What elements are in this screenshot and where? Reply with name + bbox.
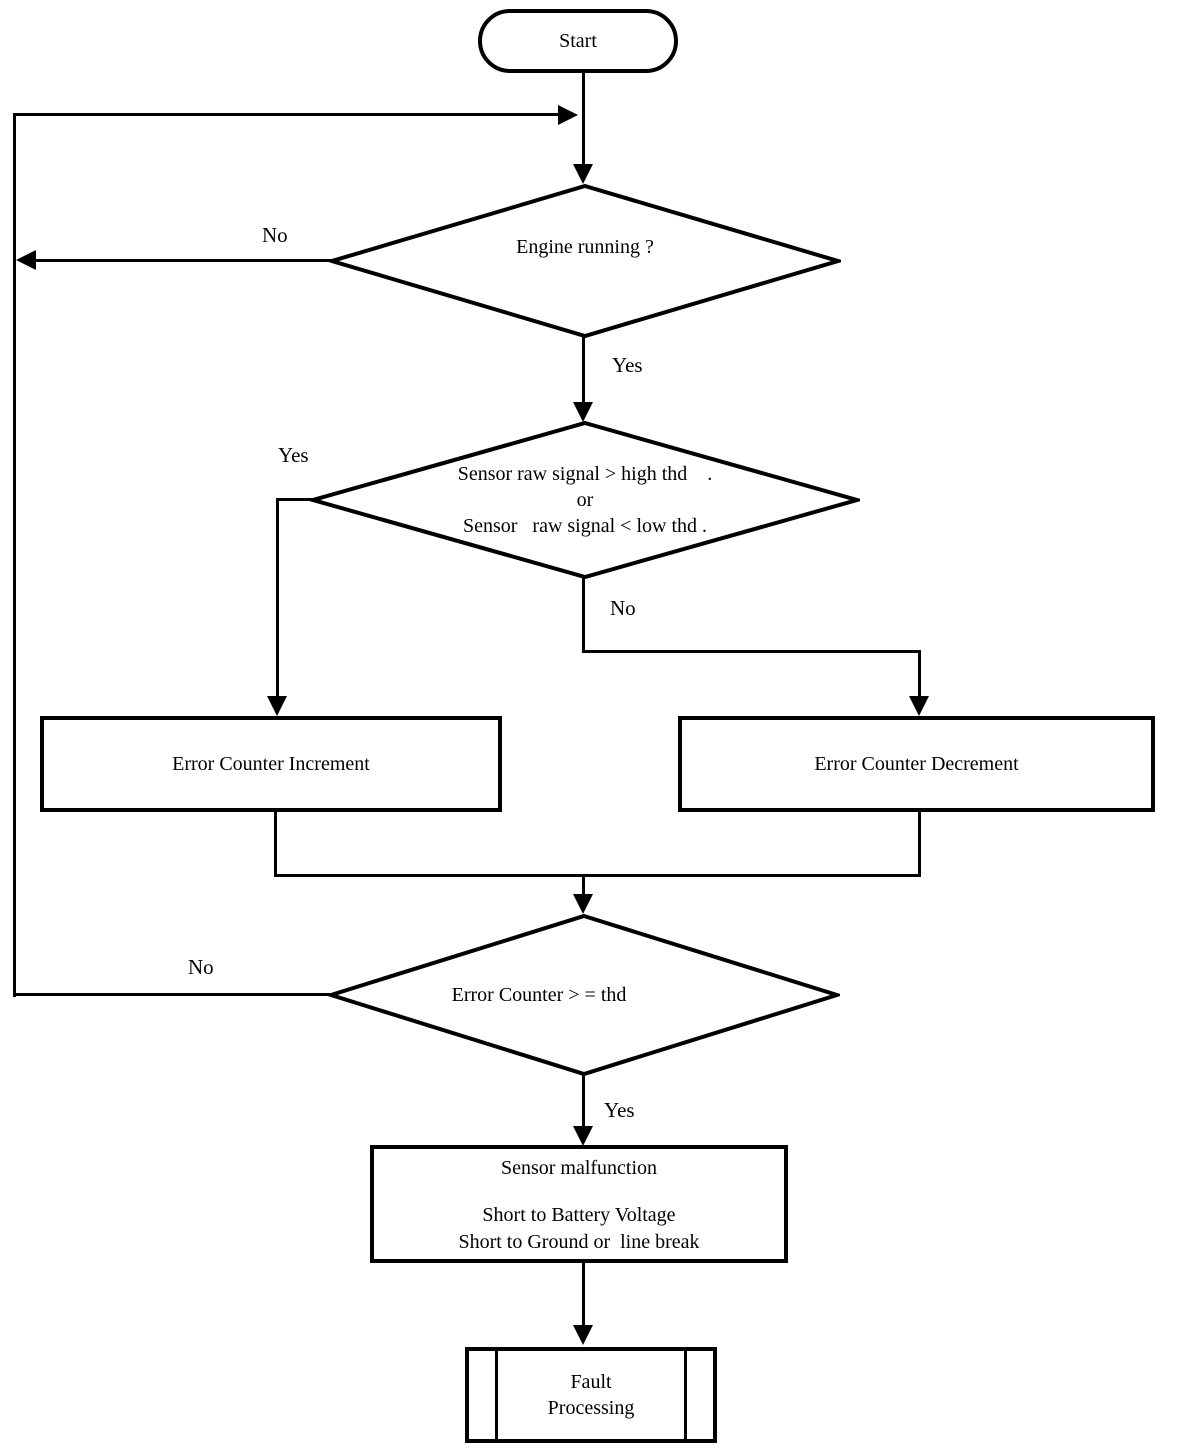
connector-sensor-no-horizontal <box>582 650 921 653</box>
connector-merge-bar <box>274 874 921 877</box>
sensor-signal-diamond-shape <box>310 420 860 580</box>
sensor-signal-line3: Sensor raw signal < low thd . <box>462 515 708 537</box>
connector-counter-yes <box>582 1075 585 1129</box>
error-counter-decrement-label: Error Counter Decrement <box>814 753 1019 775</box>
arrowhead-into-decrement-box <box>909 696 929 716</box>
error-counter-increment-box: Error Counter Increment <box>40 716 502 812</box>
connector-sensor-yes-vertical <box>276 498 279 698</box>
edge-label-sensor-yes: Yes <box>278 443 309 467</box>
connector-merge-left <box>274 810 277 877</box>
error-counter-threshold-diamond-shape <box>328 913 840 1077</box>
error-counter-threshold-decision: Error Counter > = thd <box>328 913 840 1077</box>
connector-sensor-no-vertical2 <box>918 650 921 698</box>
connector-engine-yes <box>582 336 585 406</box>
engine-running-label: Engine running ? <box>516 236 654 258</box>
engine-running-diamond-shape <box>329 183 841 339</box>
connector-sensor-yes-horizontal <box>277 498 313 501</box>
arrowhead-feedback-into-main-line <box>558 105 578 125</box>
arrowhead-into-threshold-decision <box>573 894 593 914</box>
arrowhead-engine-no-into-feedback <box>16 250 36 270</box>
edge-label-sensor-no: No <box>610 596 636 620</box>
feedback-top-line <box>14 113 560 116</box>
feedback-left-line <box>13 113 16 997</box>
connector-sensor-no-vertical1 <box>582 576 585 653</box>
edge-label-counter-no: No <box>188 955 214 979</box>
connector-merge-right <box>918 810 921 877</box>
edge-label-engine-yes: Yes <box>612 353 643 377</box>
engine-running-decision: Engine running ? <box>329 183 841 339</box>
edge-label-counter-yes: Yes <box>604 1098 635 1122</box>
connector-malfunction-to-fault <box>582 1261 585 1325</box>
sensor-malfunction-box: Sensor malfunction Short to Battery Volt… <box>370 1145 788 1263</box>
fault-processing-line2: Processing <box>547 1397 635 1419</box>
start-node: Start <box>478 9 678 73</box>
sensor-signal-line1: Sensor raw signal > high thd . <box>457 463 713 485</box>
sensor-signal-decision: Sensor raw signal > high thd . or Sensor… <box>310 420 860 580</box>
connector-counter-no <box>14 993 330 996</box>
error-counter-decrement-box: Error Counter Decrement <box>678 716 1155 812</box>
start-node-label: Start <box>559 30 597 52</box>
connector-engine-no <box>30 259 331 262</box>
fault-processing-right-bar <box>684 1351 687 1439</box>
arrowhead-into-fault-box <box>573 1325 593 1345</box>
edge-label-engine-no: No <box>262 223 288 247</box>
sensor-malfunction-line2: Short to Battery Voltage <box>482 1204 676 1226</box>
arrowhead-into-increment-box <box>267 696 287 716</box>
fault-processing-line1: Fault <box>570 1371 612 1393</box>
sensor-malfunction-line1: Sensor malfunction <box>500 1157 658 1179</box>
arrowhead-into-engine-decision <box>573 164 593 184</box>
error-counter-increment-label: Error Counter Increment <box>172 753 370 775</box>
connector-merge-drop <box>582 874 585 898</box>
fault-processing-left-bar <box>495 1351 498 1439</box>
arrowhead-into-sensor-decision <box>573 402 593 422</box>
arrowhead-into-malfunction-box <box>573 1126 593 1146</box>
connector-start-to-engine <box>582 70 585 168</box>
error-counter-threshold-label: Error Counter > = thd <box>451 984 627 1006</box>
fault-processing-box: Fault Processing <box>465 1347 717 1443</box>
sensor-malfunction-line3: Short to Ground or line break <box>458 1231 700 1253</box>
sensor-signal-line2: or <box>576 489 594 511</box>
